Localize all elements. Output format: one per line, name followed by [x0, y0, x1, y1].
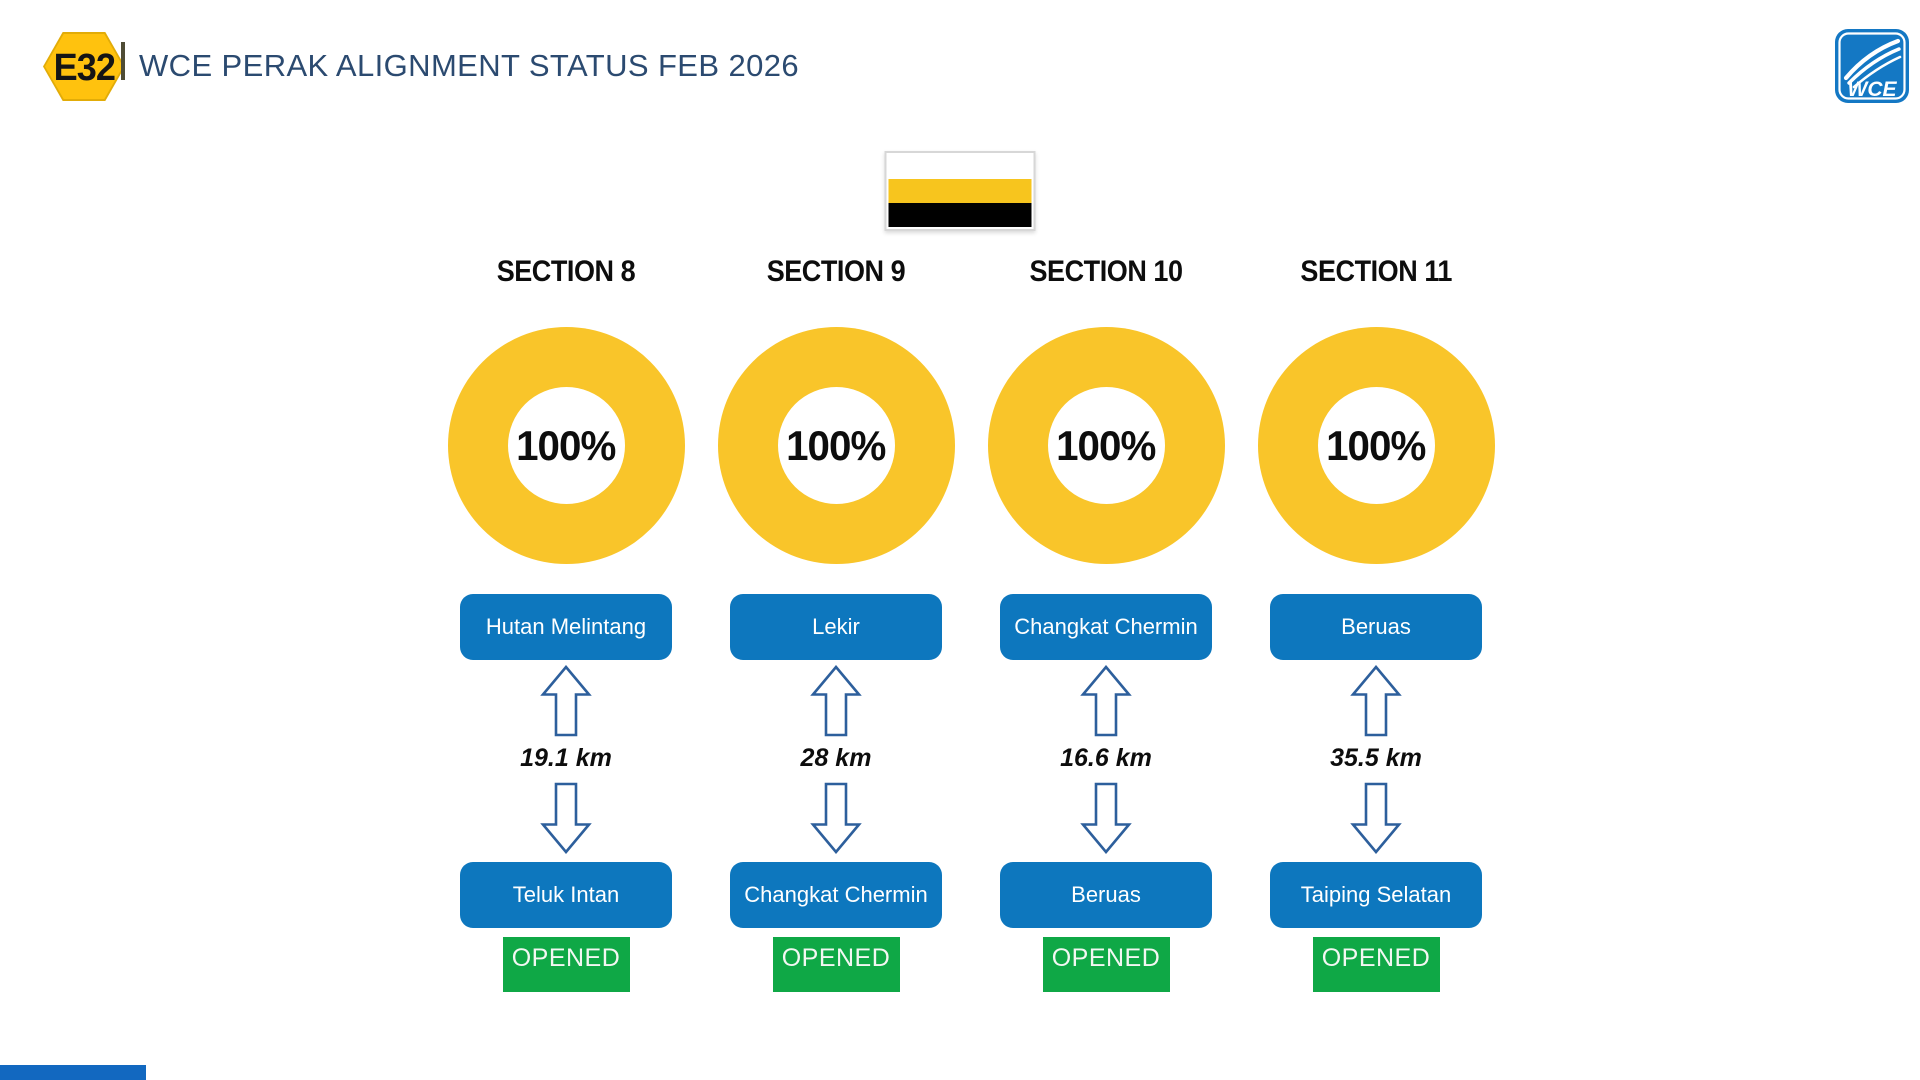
status-badge: OPENED	[1312, 937, 1440, 992]
flag-stripe-black	[888, 202, 1032, 227]
route-badge-label: E32	[53, 47, 115, 89]
svg-text:WCE: WCE	[1848, 78, 1898, 101]
header-divider	[121, 42, 125, 80]
section-title: SECTION 9	[766, 255, 906, 288]
progress-donut: 100%	[1257, 327, 1495, 564]
distance-label: 16.6 km	[1060, 743, 1152, 772]
status-label: OPENED	[1051, 944, 1161, 972]
arrow-down-icon	[1080, 782, 1132, 854]
wce-logo-icon: WCE	[1834, 28, 1910, 104]
from-location-box: Lekir	[730, 594, 942, 660]
section-column-10: SECTION 10 100% Changkat Chermin 16.6 km…	[980, 253, 1232, 992]
to-location-box: Teluk Intan	[460, 862, 672, 928]
distance-label: 35.5 km	[1330, 743, 1422, 772]
flag-stripe-yellow	[888, 178, 1032, 203]
arrow-up-icon	[540, 665, 592, 737]
bottom-accent-bar	[0, 1065, 146, 1080]
section-title: SECTION 11	[1300, 255, 1452, 288]
arrow-up-icon	[1350, 665, 1402, 737]
donut-hole: 100%	[1047, 387, 1165, 504]
to-location-label: Changkat Chermin	[744, 882, 928, 907]
to-location-label: Beruas	[1071, 882, 1141, 907]
status-label: OPENED	[781, 944, 891, 972]
arrow-down-icon	[810, 782, 862, 854]
from-location-label: Lekir	[812, 614, 860, 639]
from-location-box: Hutan Melintang	[460, 594, 672, 660]
progress-value: 100%	[786, 421, 886, 469]
from-location-label: Beruas	[1341, 614, 1411, 639]
arrow-up-icon	[810, 665, 862, 737]
progress-donut: 100%	[987, 327, 1225, 564]
progress-value: 100%	[1056, 421, 1156, 469]
from-location-box: Changkat Chermin	[1000, 594, 1212, 660]
donut-hole: 100%	[507, 387, 625, 504]
route-badge-e32: E32	[43, 32, 125, 101]
status-badge: OPENED	[502, 937, 630, 992]
distance-label: 19.1 km	[520, 743, 612, 772]
progress-donut: 100%	[447, 327, 685, 564]
section-title: SECTION 8	[496, 255, 636, 288]
from-location-label: Hutan Melintang	[485, 614, 647, 639]
route-badge: E32	[45, 34, 123, 99]
to-location-label: Taiping Selatan	[1300, 882, 1452, 907]
sections-row: SECTION 8 100% Hutan Melintang 19.1 km T…	[440, 253, 1502, 992]
perak-flag	[884, 151, 1036, 231]
status-label: OPENED	[1321, 944, 1431, 972]
to-location-box: Beruas	[1000, 862, 1212, 928]
arrow-down-icon	[1350, 782, 1402, 854]
section-column-9: SECTION 9 100% Lekir 28 km Changkat Cher…	[710, 253, 962, 992]
progress-donut: 100%	[717, 327, 955, 564]
section-title: SECTION 10	[1029, 255, 1183, 288]
page-title: WCE PERAK ALIGNMENT STATUS FEB 2026	[139, 48, 800, 83]
from-location-label: Changkat Chermin	[1014, 614, 1198, 639]
progress-value: 100%	[1326, 421, 1426, 469]
flag-stripe-white	[888, 155, 1032, 179]
status-badge: OPENED	[772, 937, 900, 992]
section-column-8: SECTION 8 100% Hutan Melintang 19.1 km T…	[440, 253, 692, 992]
donut-hole: 100%	[777, 387, 895, 504]
to-location-label: Teluk Intan	[512, 882, 620, 907]
donut-hole: 100%	[1317, 387, 1435, 504]
arrow-down-icon	[540, 782, 592, 854]
from-location-box: Beruas	[1270, 594, 1482, 660]
status-badge: OPENED	[1042, 937, 1170, 992]
to-location-box: Changkat Chermin	[730, 862, 942, 928]
arrow-up-icon	[1080, 665, 1132, 737]
progress-value: 100%	[516, 421, 616, 469]
section-column-11: SECTION 11 100% Beruas 35.5 km Taiping S…	[1250, 253, 1502, 992]
distance-label: 28 km	[800, 743, 872, 772]
status-label: OPENED	[511, 944, 621, 972]
to-location-box: Taiping Selatan	[1270, 862, 1482, 928]
